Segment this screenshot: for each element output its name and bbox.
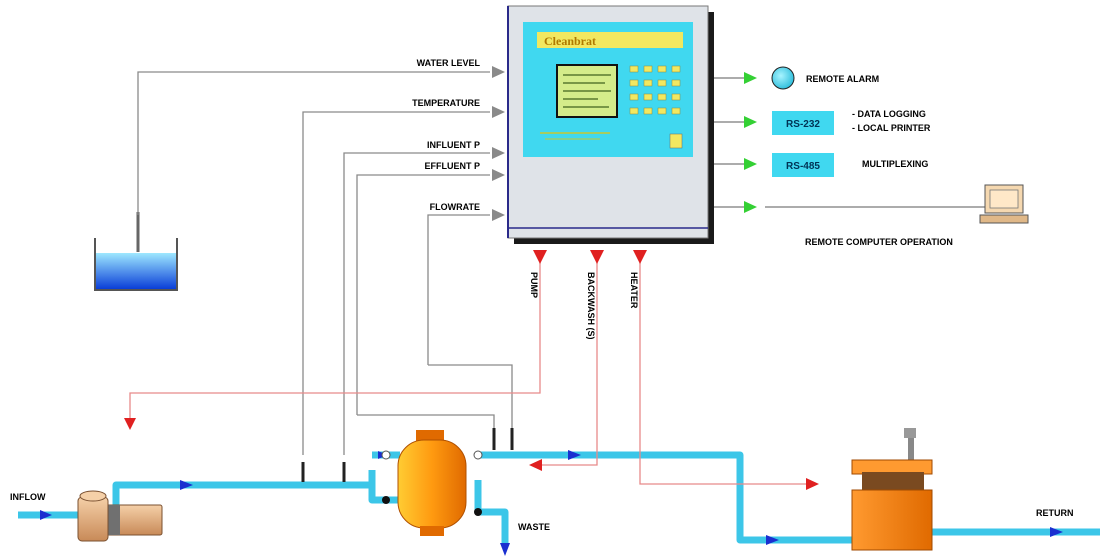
controller-keypad [629,65,681,115]
output-label-pump: PUMP [529,272,539,298]
waste-label: WASTE [518,522,550,532]
signal-effluent-p [356,174,490,415]
input-label-influent-p: INFLUENT P [427,140,480,150]
input-label-water-level: WATER LEVEL [417,58,481,68]
signal-flowrate [427,214,490,365]
filter-lower-loop [368,470,400,504]
signal-effluent-p-drop [357,414,495,430]
process-piping [18,451,1100,545]
flow-arrow-filter-out [568,450,581,460]
brand-banner [537,32,683,48]
pump-icon [77,490,163,542]
remote-alarm-label: REMOTE ALARM [806,74,879,84]
inflow-label: INFLOW [10,492,46,502]
comms-arrows [744,72,757,213]
return-label: RETURN [1036,508,1074,518]
signal-water-level [137,71,490,215]
signal-influent-p [343,152,490,455]
rs485-box [772,153,834,177]
signal-pump [129,262,541,420]
flow-arrow-pump [180,480,193,490]
input-label-temperature: TEMPERATURE [412,98,480,108]
filter-outlet-pipe [478,451,858,544]
output-label-heater: HEATER [629,272,639,309]
local-printer-label: - LOCAL PRINTER [852,123,931,133]
signal-temperature [302,111,490,455]
signal-flowrate-drop [428,364,513,430]
controller-unit: Cleanbrat [507,5,714,244]
rs232-box [772,111,834,135]
flow-arrow-waste [500,543,510,556]
controller-key-icon [669,133,683,149]
output-arrows [124,250,819,490]
comms-lines [714,77,985,208]
signal-heater [639,262,810,485]
output-signal-lines [129,262,810,485]
remote-alarm-icon [771,66,795,90]
flow-arrow-inflow [40,510,52,520]
heater-unit [851,428,933,551]
output-label-backwash: BACKWASH (S) [586,272,596,340]
flow-arrow-return [1050,527,1063,537]
waste-pipe [474,480,509,545]
multiplexing-label: MULTIPLEXING [862,159,928,169]
signal-backwash [535,262,598,466]
data-logging-label: - DATA LOGGING [852,109,926,119]
filter-vessel [381,430,483,536]
input-label-flowrate: FLOWRATE [430,202,480,212]
input-label-effluent-p: EFFLUENT P [425,161,481,171]
rs232-label: RS-232 [786,119,820,130]
flow-arrow-heater-in [766,535,779,545]
input-signal-lines [137,71,513,455]
water-level-tank [94,212,178,291]
sensor-probes [301,428,514,482]
remote-computer-label: REMOTE COMPUTER OPERATION [805,237,953,247]
input-arrows [492,66,505,221]
display-text-lines [563,74,611,108]
rs485-label: RS-485 [786,161,820,172]
controller-brand: Cleanbrat [544,34,596,48]
remote-computer-icon [979,184,1029,224]
